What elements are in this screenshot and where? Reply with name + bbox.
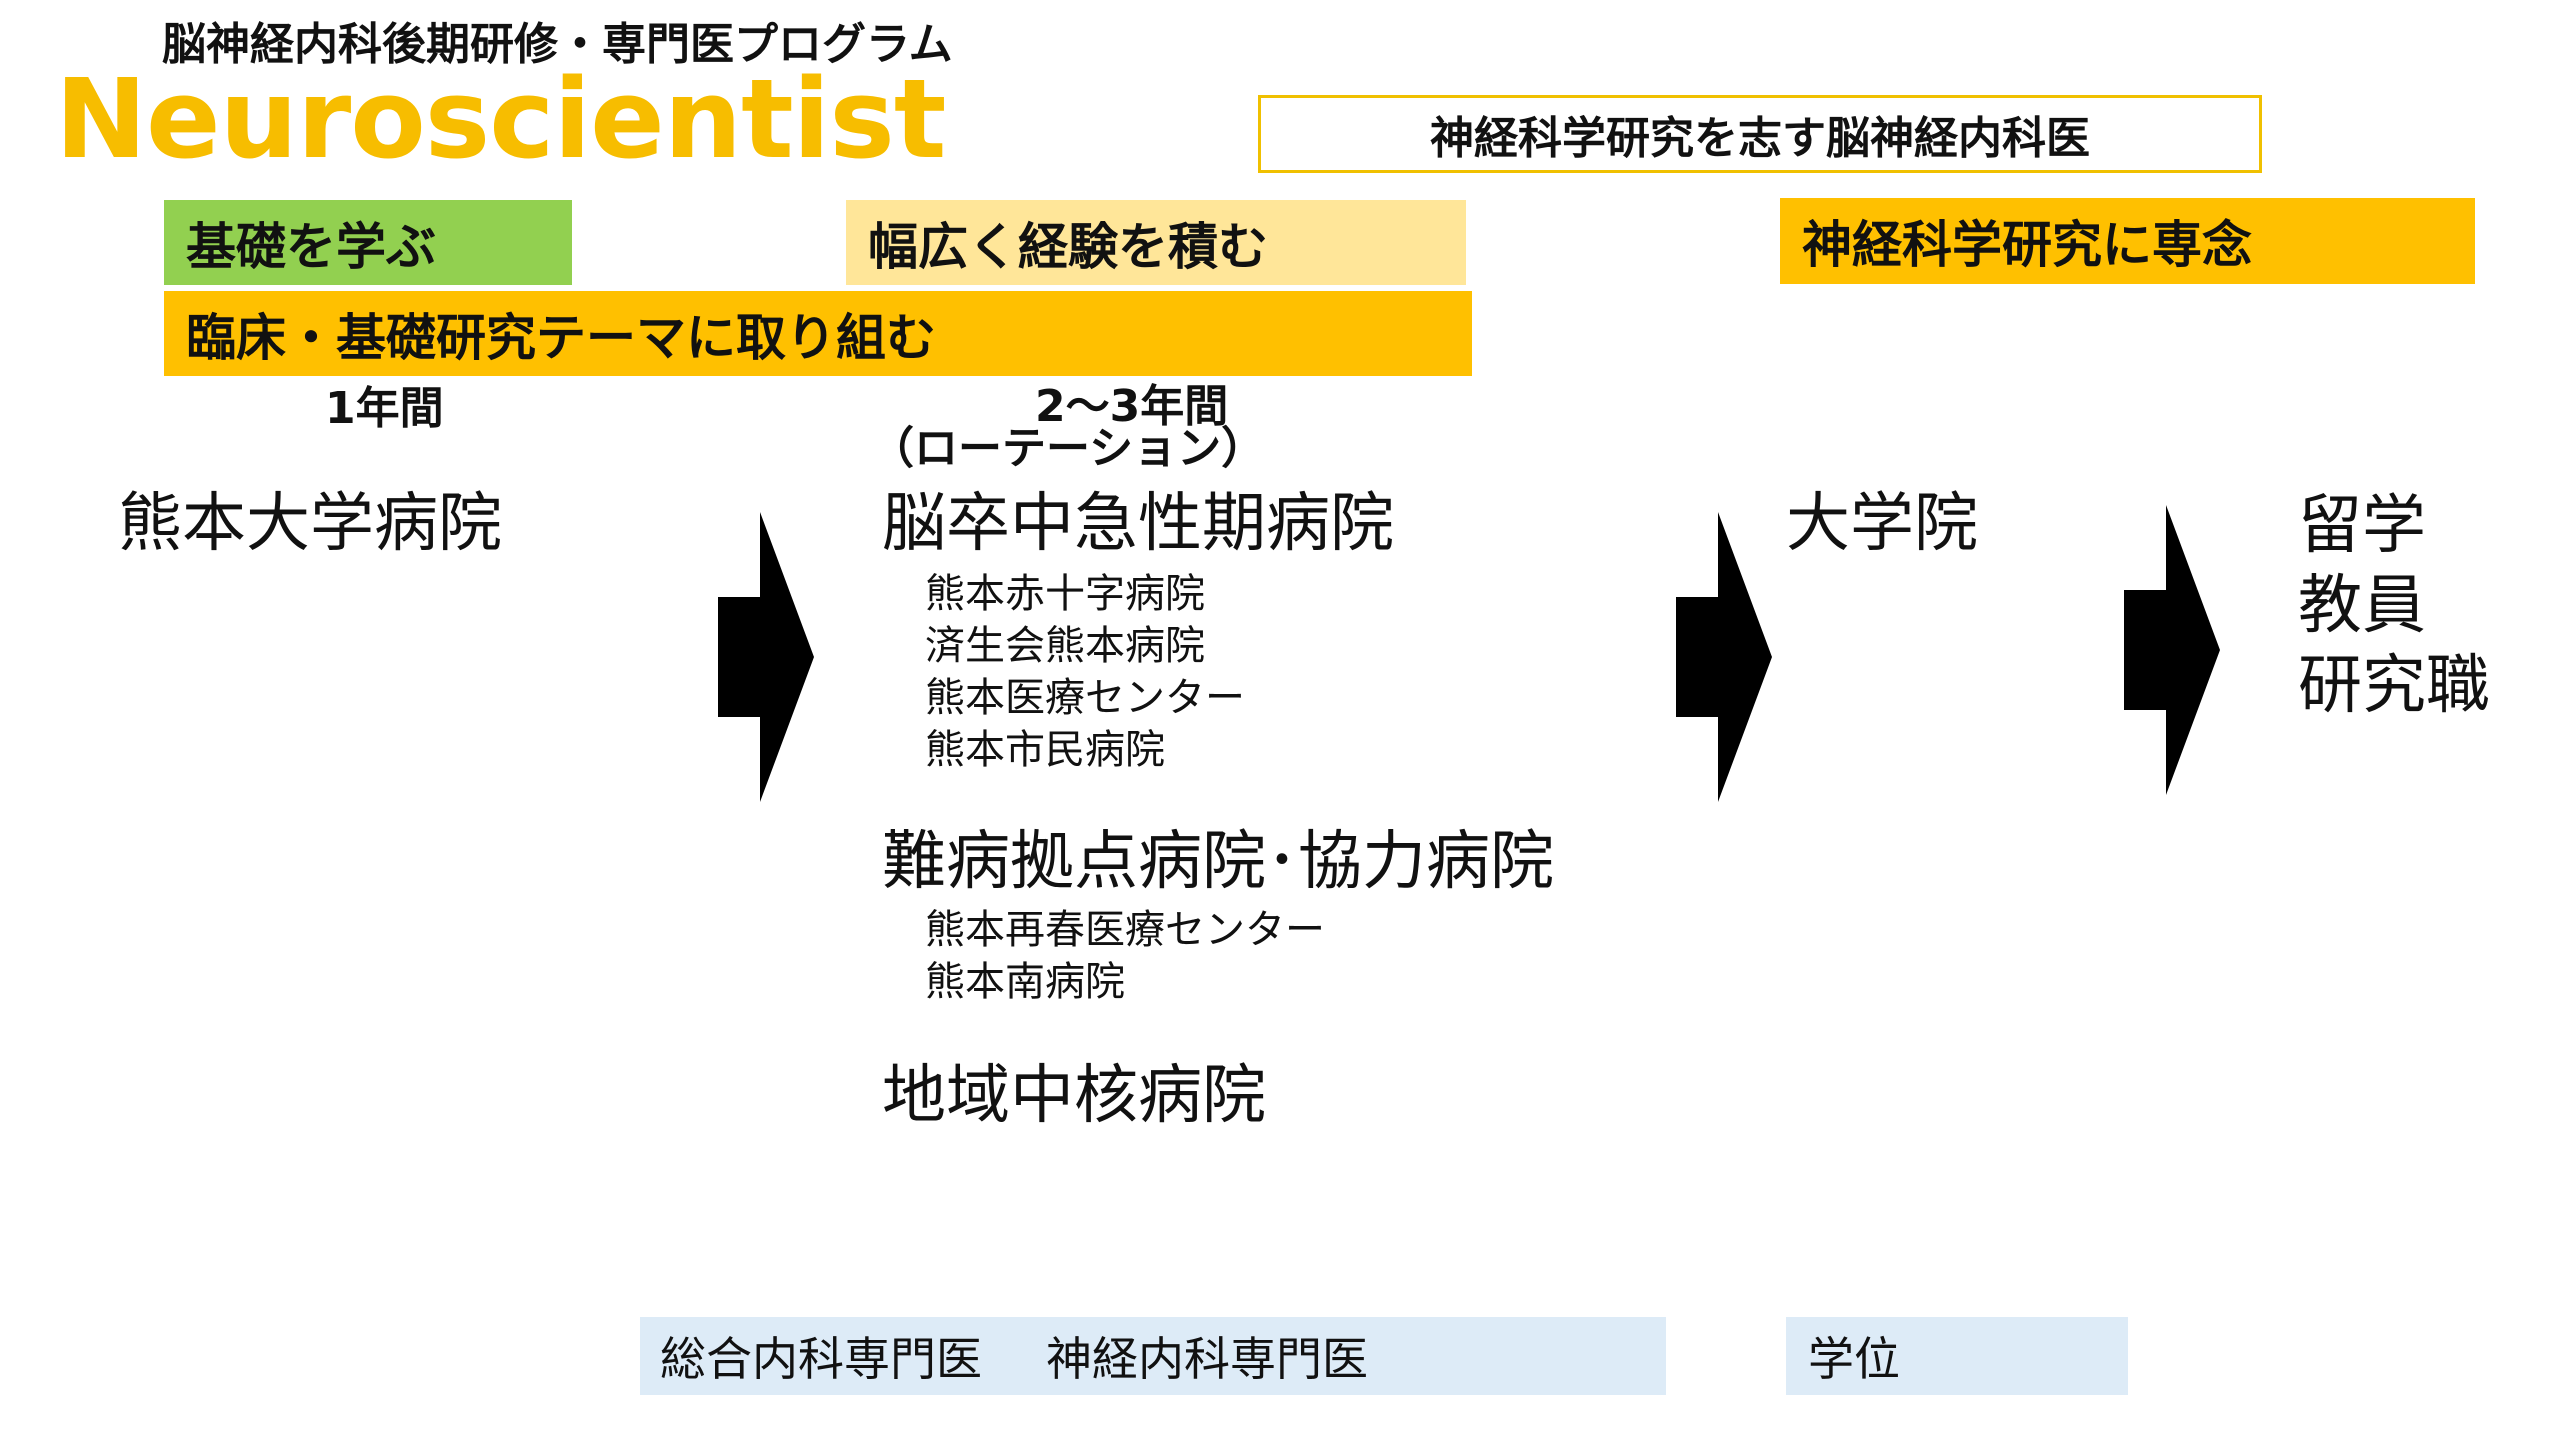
duration-second: 2～3年間 (1035, 381, 1229, 432)
intractable-hospital-list: 熊本再春医療センター 熊本南病院 (925, 904, 1325, 1008)
stroke-hospital-list: 熊本赤十字病院 済生会熊本病院 熊本医療センター 熊本市民病院 (925, 568, 1245, 776)
program-subtitle: 脳神経内科後期研修・専門医プログラム (162, 19, 953, 70)
duration-first: 1年間 (325, 383, 444, 434)
phase-research-focus-bar: 神経科学研究に専念 (1780, 198, 2475, 284)
list-item: 熊本南病院 (925, 959, 1125, 1005)
career-option: 留学 (2298, 489, 2426, 563)
program-title: Neuroscientist (55, 55, 946, 183)
degree-box: 学位 (1786, 1317, 2128, 1395)
node-kumamoto-university-hospital: 熊本大学病院 (118, 487, 502, 561)
phase-research-themes-label: 臨床・基礎研究テーマに取り組む (186, 308, 936, 367)
degree-label: 学位 (1808, 1332, 1900, 1386)
node-graduate-school: 大学院 (1786, 487, 1978, 561)
certification-box: 総合内科専門医 神経内科専門医 (640, 1317, 1666, 1395)
node-intractable-title: 難病拠点病院･協力病院 (882, 825, 1554, 899)
career-option: 研究職 (2298, 649, 2490, 723)
duration-second-note: （ローテーション） (870, 423, 1266, 474)
program-banner: 神経科学研究を志す脳神経内科医 (1258, 95, 2262, 173)
career-options: 留学 教員 研究職 (2298, 486, 2490, 726)
phase-experience-label: 幅広く経験を積む (868, 217, 1268, 276)
program-banner-text: 神経科学研究を志す脳神経内科医 (1430, 113, 2090, 164)
phase-research-focus-label: 神経科学研究に専念 (1802, 216, 2252, 274)
phase-experience-bar: 幅広く経験を積む (846, 200, 1466, 285)
cert-internal-medicine: 総合内科専門医 (660, 1332, 982, 1386)
arrow-right-icon (2124, 505, 2220, 795)
node-stroke-title: 脳卒中急性期病院 (882, 487, 1394, 561)
list-item: 熊本再春医療センター (925, 907, 1325, 953)
phase-basics-bar: 基礎を学ぶ (164, 200, 572, 285)
phase-basics-label: 基礎を学ぶ (186, 217, 436, 276)
list-item: 熊本赤十字病院 (925, 571, 1205, 617)
list-item: 済生会熊本病院 (925, 623, 1205, 669)
list-item: 熊本医療センター (925, 675, 1245, 721)
arrow-right-icon (1676, 512, 1772, 802)
cert-neurology: 神経内科専門医 (1046, 1332, 1368, 1386)
career-option: 教員 (2298, 569, 2426, 643)
phase-research-themes-bar: 臨床・基礎研究テーマに取り組む (164, 291, 1472, 376)
list-item: 熊本市民病院 (925, 727, 1165, 773)
node-regional-hospital: 地域中核病院 (882, 1059, 1266, 1133)
arrow-right-icon (718, 512, 814, 802)
